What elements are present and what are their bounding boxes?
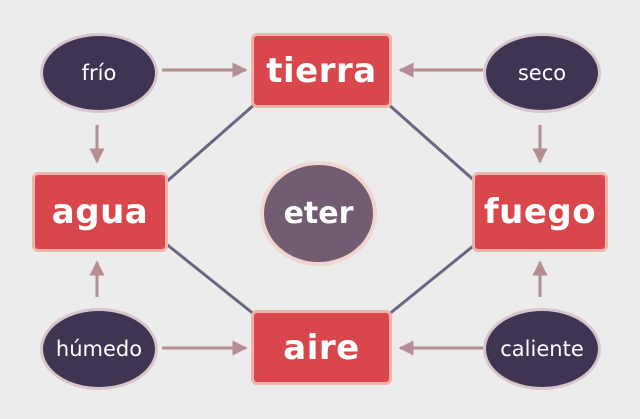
element-agua: agua (32, 172, 168, 252)
line-tierra-fuego (387, 102, 478, 185)
element-tierra: tierra (251, 33, 392, 108)
line-agua-tierra (164, 102, 256, 185)
quality-frio: frío (40, 33, 158, 113)
quality-seco: seco (483, 33, 601, 113)
element-eter: eter (260, 161, 377, 266)
element-aire: aire (251, 310, 392, 385)
line-fuego-aire (387, 241, 478, 317)
quality-caliente: caliente (483, 308, 601, 390)
quality-humedo: húmedo (40, 308, 158, 390)
line-aire-agua (164, 241, 256, 317)
element-fuego: fuego (472, 172, 608, 252)
